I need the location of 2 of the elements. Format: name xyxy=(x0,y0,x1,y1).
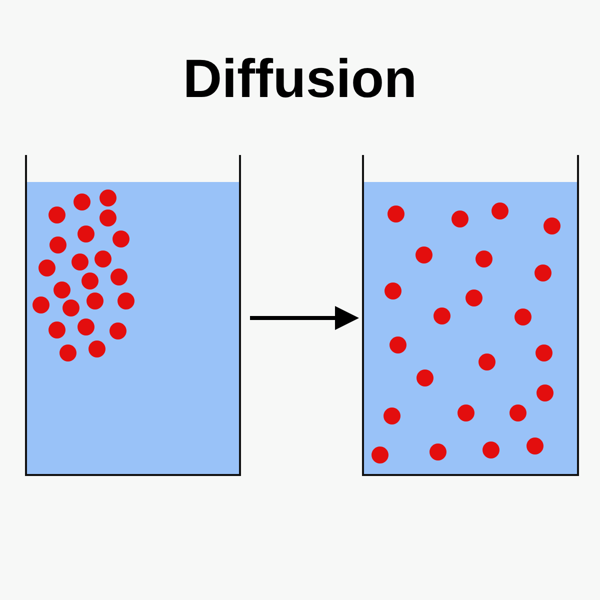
arrow xyxy=(250,306,359,330)
title: Diffusion xyxy=(183,50,417,110)
